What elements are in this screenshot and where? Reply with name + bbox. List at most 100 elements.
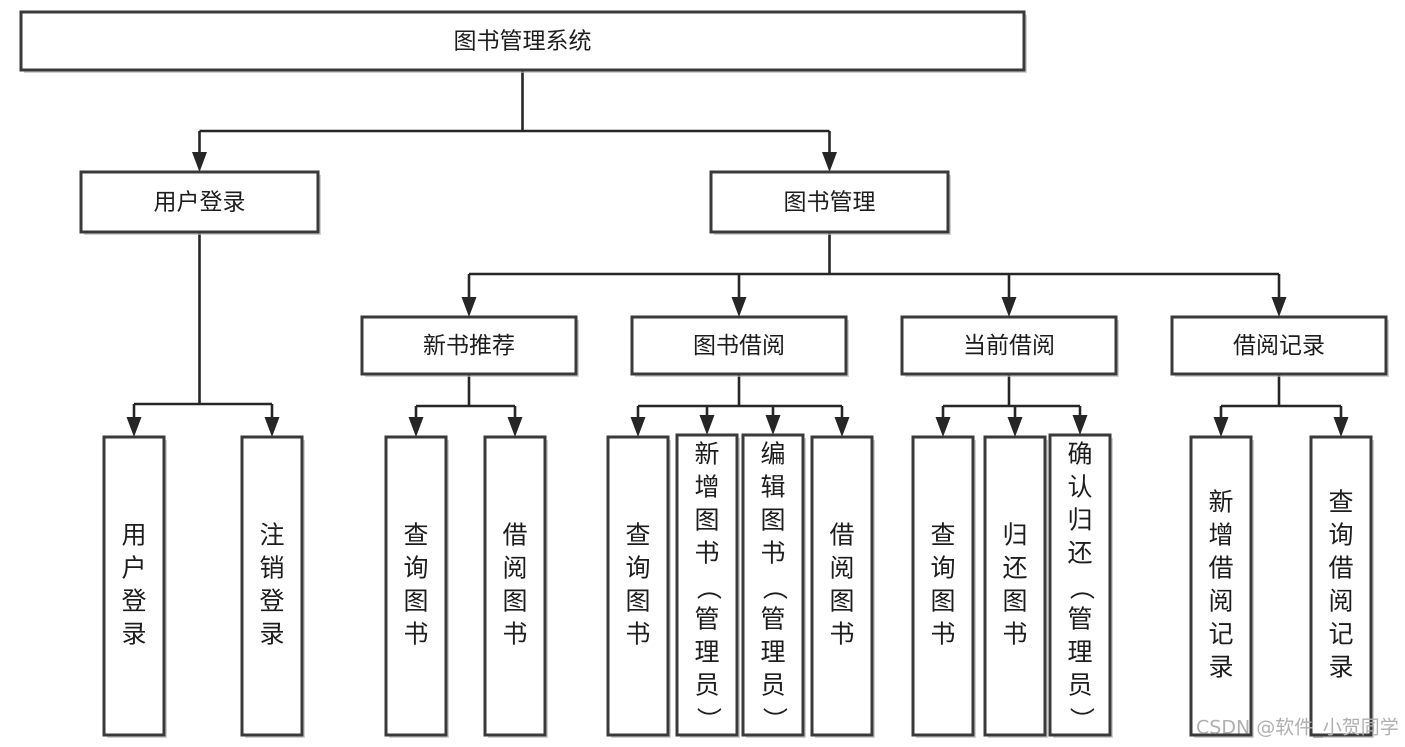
label-char: ） — [1067, 707, 1096, 732]
arrow-head-icon — [699, 415, 715, 435]
node-current[interactable]: 当前借阅 — [900, 315, 1119, 377]
label-char: 登 — [121, 587, 146, 616]
node-box[interactable] — [741, 433, 805, 737]
label-char: 确 — [1067, 440, 1092, 469]
label-char: 增 — [694, 473, 719, 502]
node-box[interactable] — [384, 435, 448, 737]
label-char: 询 — [1328, 521, 1353, 550]
node-label: 图书借阅 — [693, 333, 785, 359]
node-box[interactable] — [240, 435, 304, 737]
label-char: 增 — [1208, 521, 1233, 550]
arrow-head-icon — [1001, 297, 1017, 317]
arrow-head-icon — [1271, 297, 1287, 317]
arrow-head-icon — [507, 417, 523, 437]
node-label: 图书管理系统 — [454, 29, 592, 55]
node-box[interactable] — [483, 435, 547, 737]
node-box[interactable] — [19, 10, 1026, 72]
label-char: 新 — [1208, 488, 1233, 517]
label-char: 询 — [403, 554, 428, 583]
label-char: 录 — [1208, 653, 1233, 682]
label-char: 员 — [694, 671, 719, 700]
label-char: 阅 — [502, 554, 527, 583]
node-newbook[interactable]: 新书推荐 — [360, 315, 579, 377]
label-char: 借 — [1208, 554, 1233, 583]
label-char: 登 — [259, 587, 284, 616]
connector-group-sys — [192, 70, 837, 172]
node-records[interactable]: 借阅记录 — [1170, 315, 1389, 377]
label-char: 查 — [403, 521, 428, 550]
label-char: （ — [694, 575, 723, 600]
node-box[interactable] — [900, 315, 1118, 376]
node-box[interactable] — [1048, 433, 1112, 737]
connector-group-newbook — [408, 374, 523, 437]
node-box[interactable] — [709, 170, 950, 234]
connector-group-records — [1213, 374, 1349, 437]
node-box[interactable] — [810, 435, 874, 737]
label-char: 注 — [259, 521, 284, 550]
arrow-head-icon — [731, 297, 747, 317]
node-box[interactable] — [1309, 435, 1373, 737]
label-char: 图 — [760, 506, 785, 535]
node-box[interactable] — [79, 170, 320, 234]
label-char: 书 — [930, 620, 955, 649]
node-box[interactable] — [360, 315, 578, 376]
node-login[interactable]: 用户登录 — [79, 170, 321, 235]
node-box[interactable] — [1189, 435, 1253, 737]
label-char: 书 — [829, 620, 854, 649]
node-box[interactable] — [102, 435, 166, 737]
node-borrow[interactable]: 图书借阅 — [630, 315, 849, 377]
arrow-head-icon — [1007, 417, 1023, 437]
node-box[interactable] — [675, 433, 739, 737]
arrow-head-icon — [264, 417, 280, 437]
label-char: 用 — [121, 521, 146, 550]
label-char: 图 — [1002, 587, 1027, 616]
label-char: 管 — [760, 605, 785, 634]
arrow-head-icon — [408, 417, 424, 437]
node-box[interactable] — [606, 435, 670, 737]
label-char: 认 — [1067, 473, 1092, 502]
node-l1[interactable]: 用户登录 — [102, 435, 167, 738]
label-char: 询 — [930, 554, 955, 583]
label-char: 辑 — [760, 473, 785, 502]
label-char: 查 — [930, 521, 955, 550]
node-bookmgr[interactable]: 图书管理 — [709, 170, 951, 235]
label-char: ） — [760, 707, 789, 732]
connector-group-current — [935, 374, 1088, 437]
label-char: 图 — [930, 587, 955, 616]
arrow-head-icon — [834, 417, 850, 437]
node-sys[interactable]: 图书管理系统 — [19, 10, 1027, 73]
node-layer: 图书管理系统用户登录图书管理新书推荐图书借阅当前借阅借阅记录用户登录注销登录查询… — [19, 10, 1389, 738]
label-char: 图 — [694, 506, 719, 535]
arrow-head-icon — [822, 152, 837, 172]
label-char: 记 — [1328, 620, 1353, 649]
label-char: 记 — [1208, 620, 1233, 649]
node-label: 当前借阅 — [963, 333, 1055, 359]
node-box[interactable] — [630, 315, 848, 376]
node-box[interactable] — [911, 435, 975, 737]
node-box[interactable] — [983, 435, 1047, 737]
label-char: 书 — [502, 620, 527, 649]
label-char: 图 — [829, 587, 854, 616]
arrow-head-icon — [1213, 417, 1229, 437]
label-char: 归 — [1002, 521, 1027, 550]
node-box[interactable] — [1170, 315, 1388, 376]
